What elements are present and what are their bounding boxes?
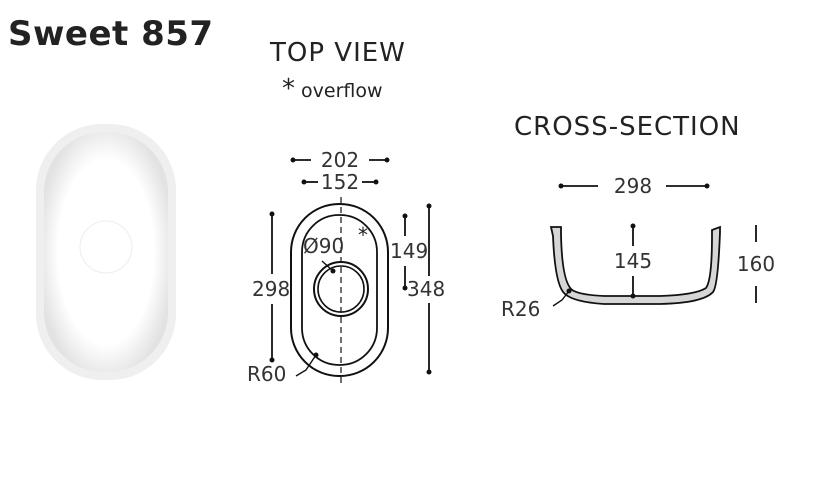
top-view-outer-outline — [290, 203, 389, 377]
dim-dot — [558, 183, 564, 189]
dim-dot — [290, 157, 296, 163]
dim-label-152: 152 — [321, 170, 359, 194]
dim-dot — [384, 157, 390, 163]
dim-dot — [630, 293, 636, 299]
dim-label-149: 149 — [390, 239, 428, 263]
dim-dot — [269, 211, 275, 217]
dim-label-348: 348 — [407, 277, 445, 301]
top-view-drain-inner — [317, 265, 365, 313]
dim-dot — [426, 203, 432, 209]
dim-dot — [313, 352, 319, 358]
dim-dot — [704, 183, 710, 189]
dim-dot — [373, 179, 379, 185]
dim-label-298: 298 — [252, 277, 290, 301]
cross-section-drawing — [549, 183, 757, 307]
product-photo — [36, 124, 176, 380]
top-view-drawing — [269, 157, 432, 383]
dim-label-r26: R26 — [501, 297, 540, 321]
dim-label-145: 145 — [614, 249, 652, 273]
dim-label-cs-298: 298 — [614, 174, 652, 198]
dim-dot — [269, 357, 275, 363]
cross-section-body — [549, 225, 721, 305]
top-view-drain-outer — [313, 261, 369, 317]
product-title: Sweet 857 — [8, 14, 214, 54]
dim-dot — [402, 285, 408, 291]
overflow-marker: * — [282, 74, 295, 104]
overflow-legend: * overflow — [282, 74, 383, 104]
radius-leader-r60 — [295, 354, 317, 377]
sink-drain-photo — [79, 220, 133, 274]
cross-section-heading: CROSS-SECTION — [514, 112, 741, 142]
dim-dot — [402, 213, 408, 219]
dim-label-202: 202 — [321, 148, 359, 172]
overflow-marker-drawing: * — [358, 223, 368, 247]
dim-label-drain: Ø90 — [303, 234, 344, 258]
dim-dot — [330, 268, 336, 274]
dim-dot — [630, 223, 636, 229]
dim-dot — [566, 288, 572, 294]
dim-dot — [301, 179, 307, 185]
dim-dot — [426, 369, 432, 375]
overflow-label: overflow — [301, 80, 383, 102]
dim-label-r60: R60 — [247, 362, 286, 386]
dim-label-160: 160 — [737, 252, 775, 276]
top-view-heading: TOP VIEW — [270, 38, 406, 68]
top-view-inner-outline — [301, 214, 378, 366]
radius-leader-r26 — [552, 290, 570, 307]
